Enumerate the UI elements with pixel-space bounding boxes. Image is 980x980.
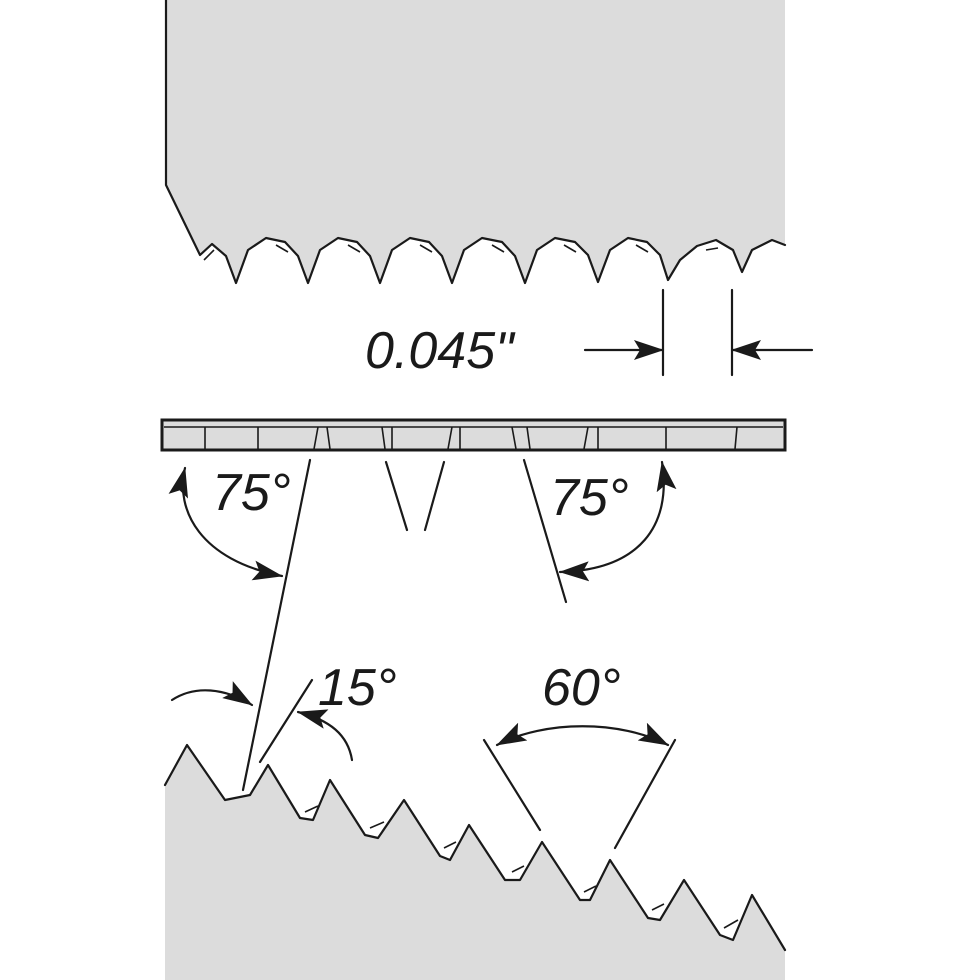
rake-arrow-left (170, 681, 254, 707)
angle-right-arc (558, 460, 677, 582)
angle-left-75: 75° (168, 464, 291, 581)
angle-right-label: 75° (550, 469, 629, 527)
bottom-blade (163, 743, 787, 980)
center-v-right (423, 460, 446, 532)
rake-angle-15: 15° (170, 659, 397, 764)
included-arc (495, 722, 670, 747)
left-set-line (241, 458, 312, 792)
blade-edge-strip (160, 418, 787, 452)
top-blade-tooth-shadow (203, 244, 719, 261)
rake-label: 15° (318, 659, 397, 717)
top-blade-body (166, 0, 785, 283)
edge-strip-teeth-marks (204, 426, 738, 450)
included-angle-60: 60° (482, 659, 677, 850)
bottom-blade-outline (163, 743, 787, 952)
included-label: 60° (542, 659, 621, 717)
pitch-label: 0.045" (365, 322, 516, 380)
rake-reference-line (258, 678, 314, 764)
top-blade (164, 0, 787, 285)
angle-left-arc (168, 466, 284, 581)
included-line-right (613, 738, 677, 850)
set-angle-lines (241, 458, 568, 792)
rake-arrow-right (296, 709, 354, 762)
right-set-line (522, 458, 568, 604)
angle-right-75: 75° (550, 460, 677, 582)
pitch-dimension: 0.045" (365, 288, 814, 380)
bottom-blade-tooth-shadow (304, 805, 739, 929)
included-line-left (482, 738, 542, 832)
edge-strip-body (160, 418, 787, 452)
angle-left-label: 75° (212, 464, 291, 522)
top-blade-outline (164, 0, 787, 285)
center-v-left (384, 460, 409, 532)
